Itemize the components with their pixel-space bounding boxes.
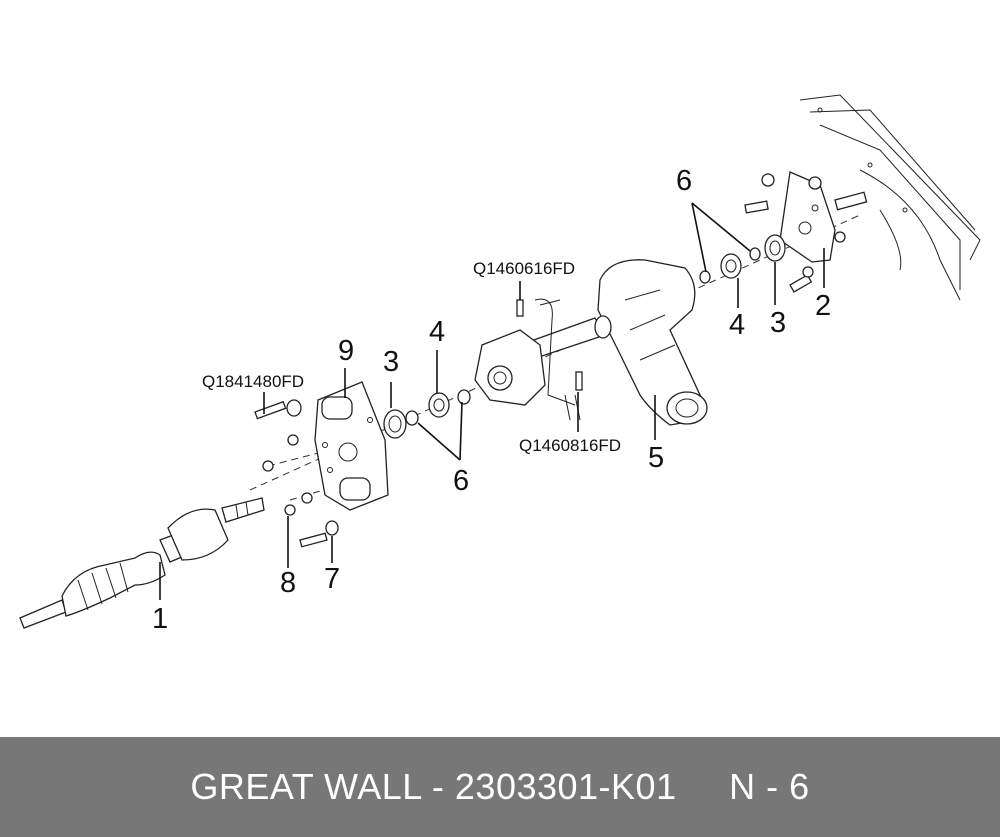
- part-1-drive-shaft: [19, 497, 265, 629]
- code-label-q1460816fd: Q1460816FD: [519, 436, 621, 455]
- bracket-fasteners: [254, 399, 339, 548]
- callout-8: 8: [280, 567, 296, 599]
- callout-2: 2: [815, 290, 831, 322]
- callout-4-right: 4: [729, 309, 745, 341]
- vehicle-frame: [799, 94, 981, 301]
- leader-lines: [159, 202, 825, 600]
- callout-3-right: 3: [770, 307, 786, 339]
- part-6-snap-rings-left: [405, 389, 471, 426]
- part-9-mounting-bracket: [314, 381, 389, 511]
- callout-6-left: 6: [453, 465, 469, 497]
- footer-part-number-text: GREAT WALL - 2303301-K01 N - 6: [190, 766, 810, 807]
- callout-5: 5: [648, 442, 664, 474]
- callout-7: 7: [324, 563, 340, 595]
- footer-bar: GREAT WALL - 2303301-K01 N - 6: [0, 737, 1000, 837]
- exploded-parts-diagram: 1 2 3 4 5 6 3 4 6 7 8 9 Q1460616FD Q1841…: [19, 94, 981, 635]
- callout-4-left: 4: [429, 316, 445, 348]
- callout-9: 9: [338, 335, 354, 367]
- callout-3-left: 3: [383, 346, 399, 378]
- hub-flange-assembly: [474, 298, 583, 421]
- callout-1: 1: [152, 603, 168, 635]
- part-3-seal-left: [383, 409, 407, 439]
- part-4-bearing-left: [428, 392, 450, 418]
- part-4-bearing-right: [720, 253, 742, 279]
- mount-axis-line-lower: [289, 487, 331, 501]
- code-label-q1841480fd: Q1841480FD: [202, 372, 304, 391]
- callout-6-right: 6: [676, 165, 692, 197]
- part-3-seal-right: [764, 234, 786, 262]
- part-2-bracket: [744, 171, 868, 293]
- part-5-differential-housing: [518, 259, 708, 426]
- code-label-q1460616fd: Q1460616FD: [473, 259, 575, 278]
